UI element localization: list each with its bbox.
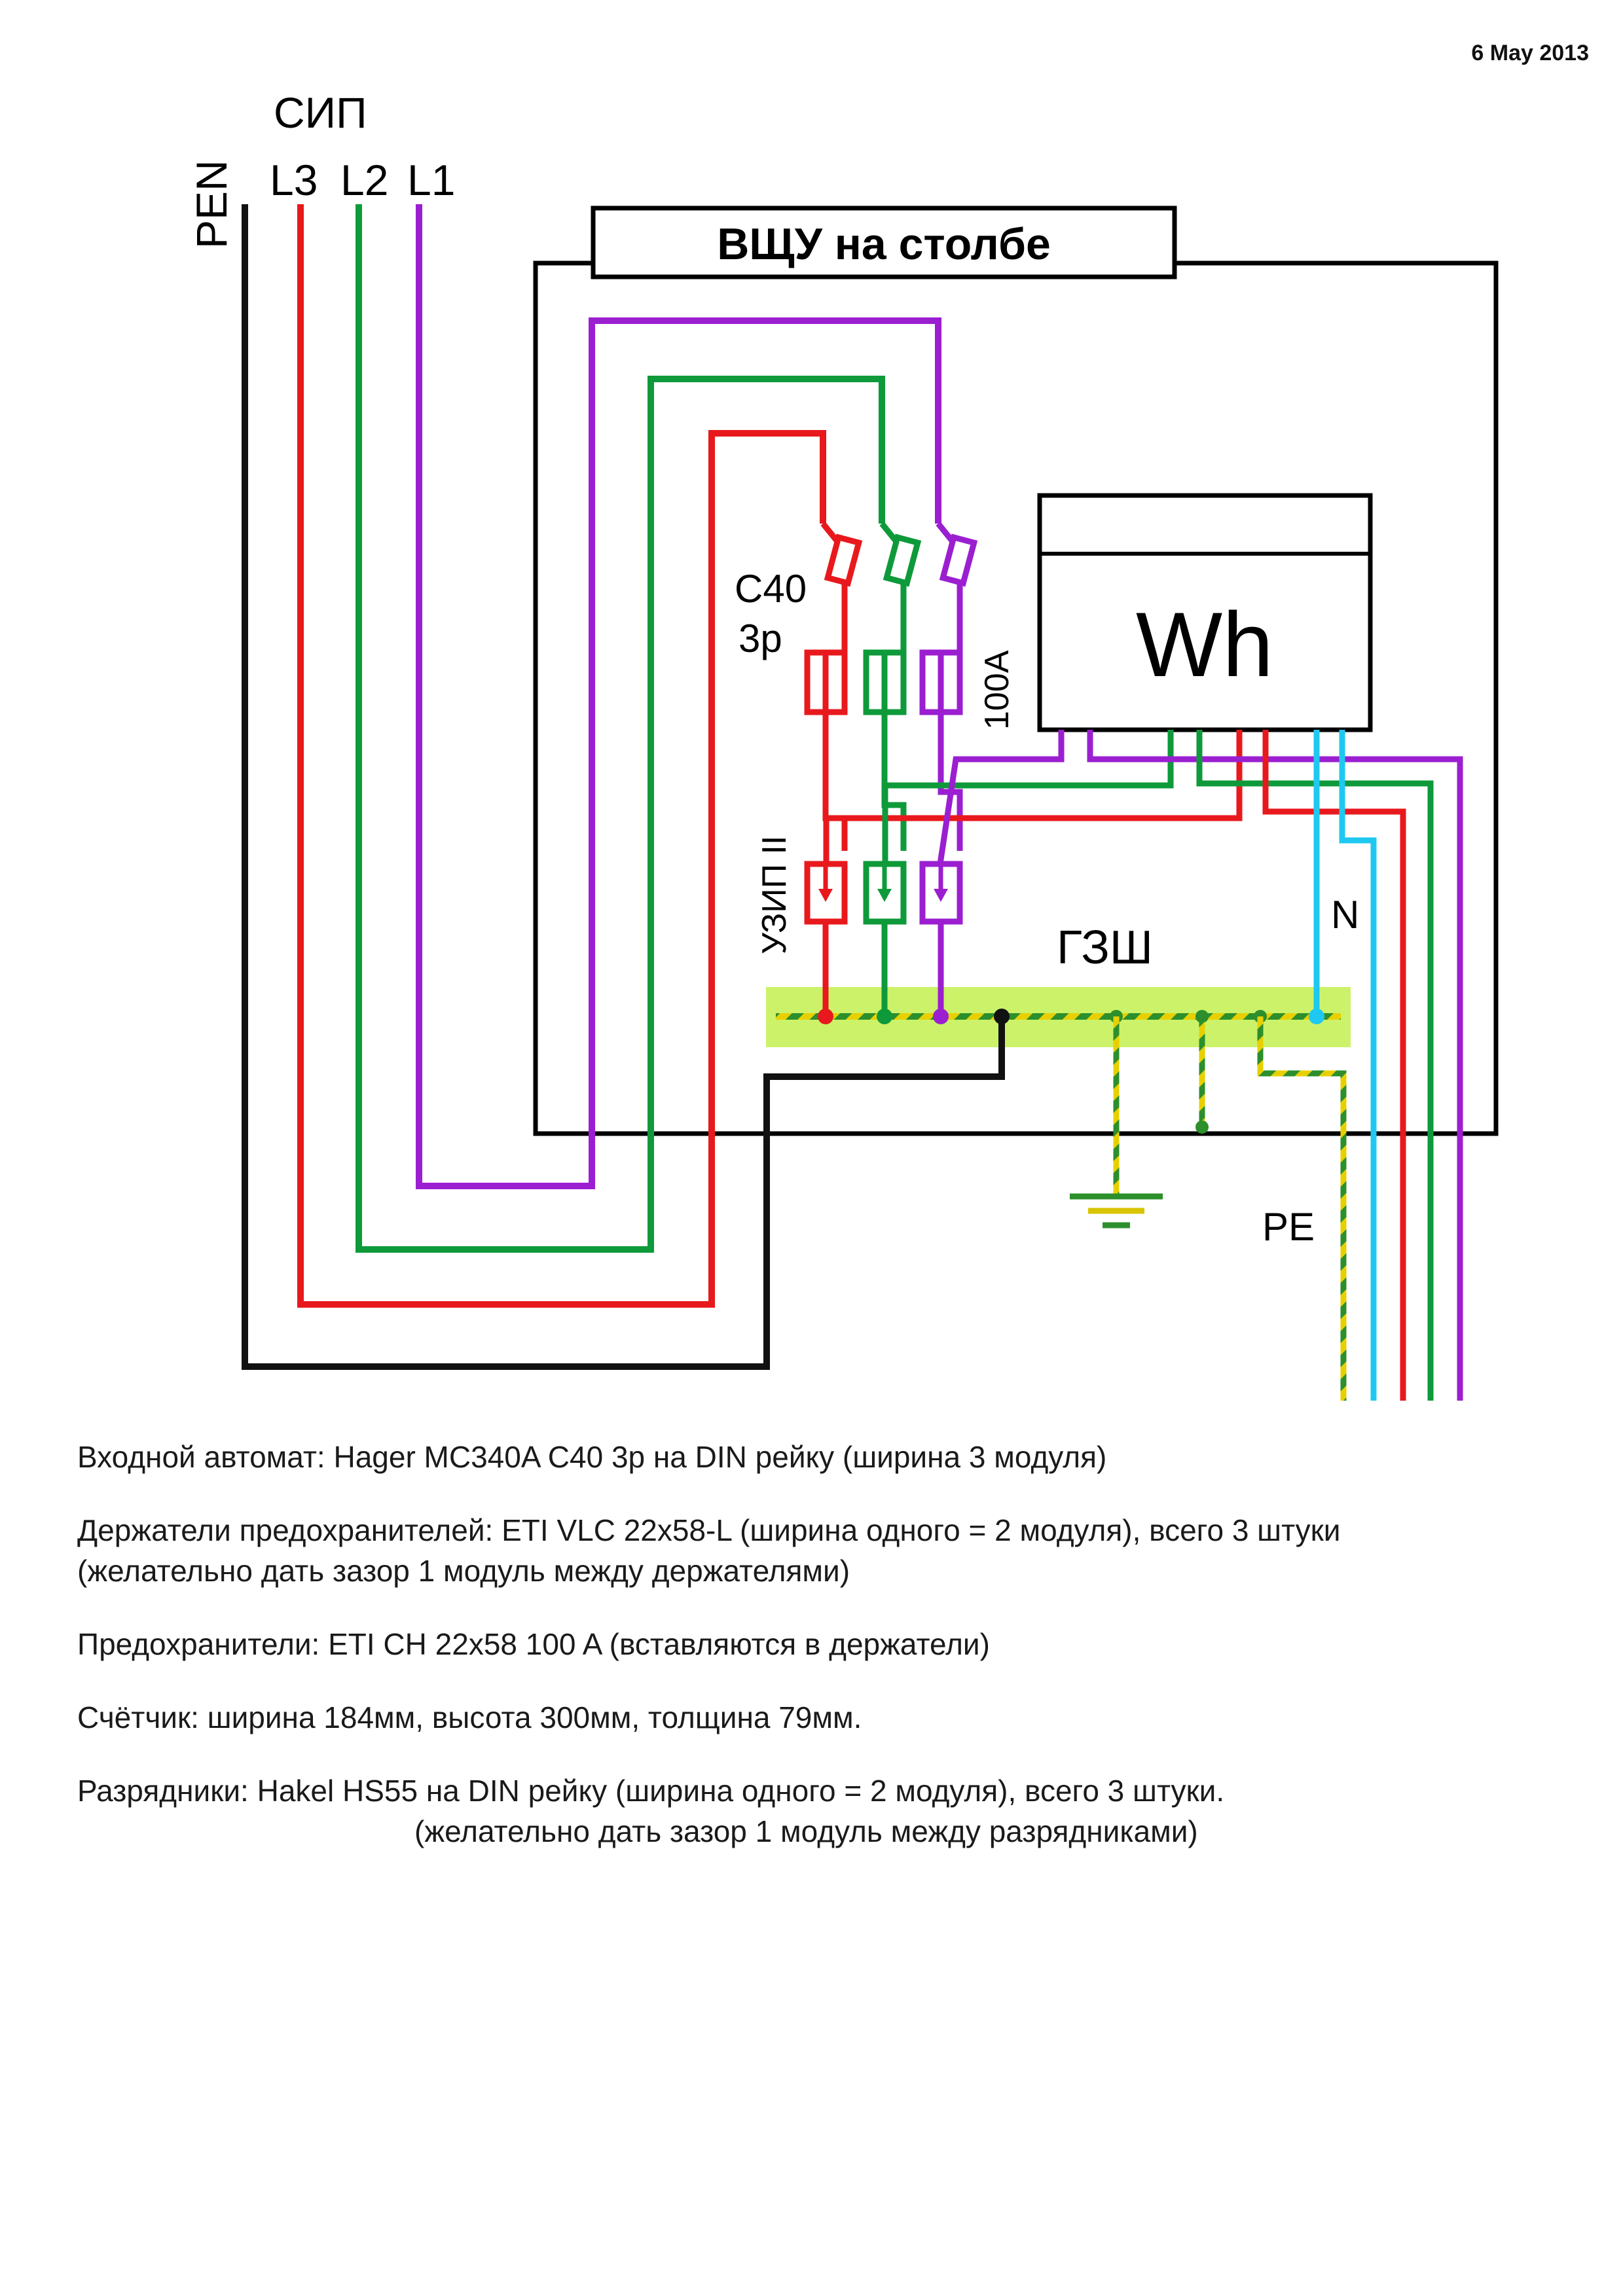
bus-label: ГЗШ: [1057, 922, 1153, 974]
note-fuses: Предохранители: ETI CH 22x58 100 A (вста…: [77, 1627, 990, 1661]
neutral-label: N: [1331, 893, 1359, 937]
l1-incoming: [416, 204, 941, 1189]
note-meter: Счётчик: ширина 184мм, высота 300мм, тол…: [77, 1700, 862, 1734]
ground-icon: [1070, 1193, 1163, 1229]
note-arresters-line1: Разрядники: Hakel HS55 на DIN рейку (шир…: [77, 1774, 1225, 1808]
meter-in-l2: [882, 730, 1174, 864]
phase-label-l2: L2: [340, 156, 388, 204]
l2-incoming: [356, 204, 885, 1253]
panel-title-box: [591, 206, 1177, 279]
pe-label: PE: [1262, 1205, 1315, 1249]
meter-box: [1037, 493, 1373, 732]
l3-incoming: [297, 204, 826, 1308]
meter-out-l3: [1262, 730, 1406, 1401]
pe-outgoing: [1257, 1016, 1347, 1401]
spd-label: УЗИП II: [756, 836, 793, 954]
cable-label: СИП: [274, 88, 367, 137]
pen-label: PEN: [187, 160, 236, 249]
fuse-rating-label: 100A: [978, 650, 1016, 730]
meter-in-l1: [937, 730, 1065, 865]
note-breaker: Входной автомат: Hager MC340A C40 3p на …: [77, 1440, 1107, 1474]
fuse-holders: [804, 601, 963, 715]
panel-title: ВЩУ на столбе: [717, 219, 1051, 269]
meter-in-l3: [823, 730, 1243, 864]
spd-units: [804, 861, 963, 1016]
note-fuse-holders-line1: Держатели предохранителей: ETI VLC 22x58…: [77, 1513, 1341, 1547]
meter-out-l1: [1087, 730, 1463, 1401]
document-date: 6 May 2013: [1471, 41, 1589, 65]
note-fuse-holders-line2: (желательно дать зазор 1 модуль между де…: [77, 1554, 850, 1588]
note-arresters-line2: (желательно дать зазор 1 модуль между ра…: [414, 1814, 1198, 1848]
breaker-label-c40: C40: [735, 567, 807, 611]
component-notes: Входной автомат: Hager MC340A C40 3p на …: [77, 1437, 1340, 1884]
phase-label-l3: L3: [270, 156, 318, 204]
pen-conductor: [242, 204, 1005, 1370]
phase-label-l1: L1: [407, 156, 455, 204]
meter-out-n: [1339, 730, 1377, 1401]
breaker-c40: [820, 522, 978, 601]
l2-to-spd: [881, 712, 907, 851]
note-arresters: Разрядники: Hakel HS55 на DIN рейку (шир…: [77, 1770, 1340, 1852]
breaker-label-3p: 3p: [739, 617, 782, 660]
meter-label: Wh: [1136, 593, 1273, 696]
note-fuse-holders: Держатели предохранителей: ETI VLC 22x58…: [77, 1510, 1340, 1591]
wiring-diagram: ВЩУ на столбе Wh C40 3p 100A: [187, 88, 1499, 1401]
